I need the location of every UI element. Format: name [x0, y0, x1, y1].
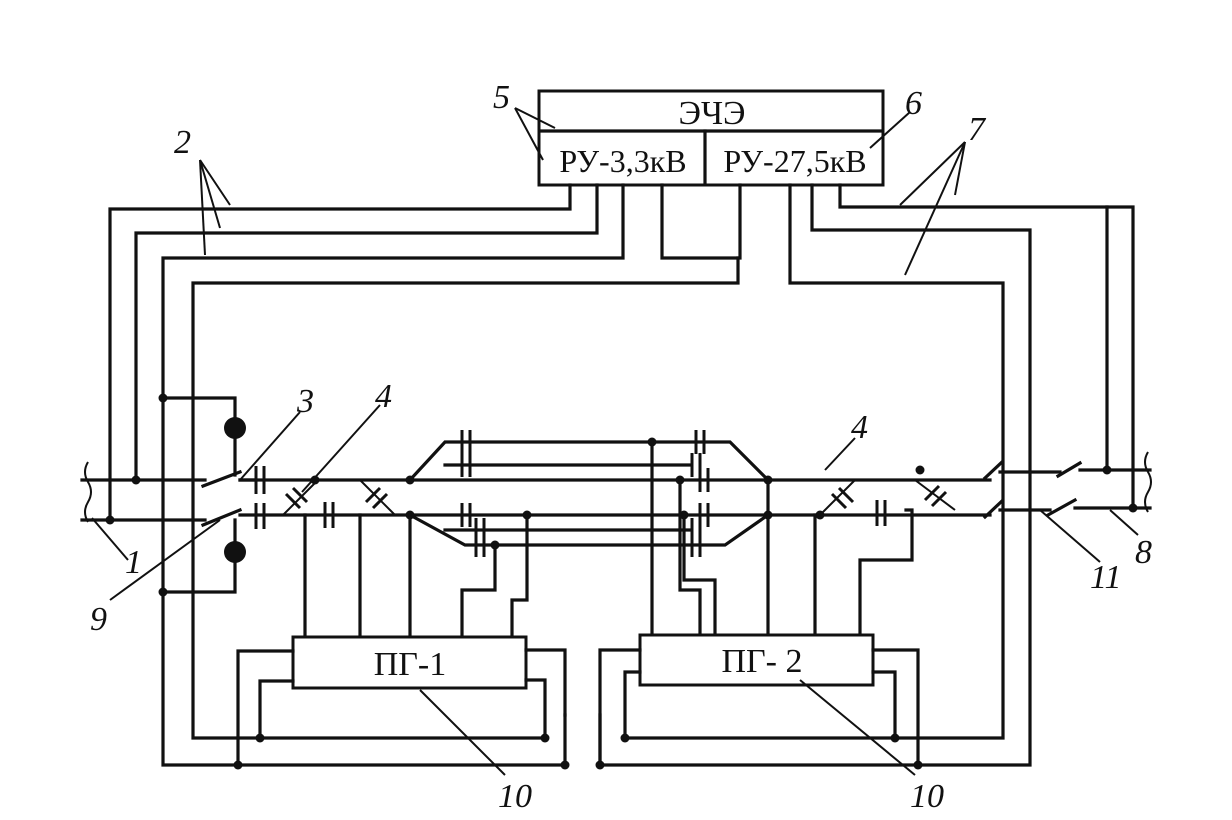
- callout-7: 7: [968, 111, 987, 148]
- callout-4-left: 4: [375, 378, 392, 415]
- bus-lines: [80, 451, 1152, 523]
- callout-9: 9: [90, 601, 107, 638]
- joint-diag-2: [359, 479, 396, 516]
- joint-branch-top-left: [460, 430, 472, 454]
- callout-10-left: 10: [498, 778, 532, 815]
- pg1-drops: [303, 513, 529, 639]
- callout-8: 8: [1135, 534, 1152, 571]
- pg2-block: ПГ- 2: [598, 633, 920, 767]
- feeder-left-4: [191, 256, 740, 740]
- bypass-disconnectors: [161, 396, 246, 594]
- feeder-loop-center: [660, 183, 742, 260]
- pg2-label: ПГ- 2: [721, 643, 802, 680]
- switch-lower-right-2: [1045, 497, 1078, 518]
- callout-2: 2: [174, 124, 191, 161]
- feeder-left-3: [161, 183, 625, 767]
- joint-diag-4: [914, 479, 956, 511]
- bypass-lower: [161, 518, 237, 594]
- feeder-left-1: [108, 183, 572, 522]
- joint-branch-bottom-left: [474, 533, 486, 557]
- pg2-drops: [650, 440, 914, 637]
- bypass-upper: [161, 396, 237, 477]
- feeder-right-1: [623, 183, 1005, 740]
- feeder-left-2: [134, 183, 599, 482]
- joint-diag-1: [282, 479, 319, 516]
- pg1-box: [291, 635, 528, 690]
- joint-branch-bottom-right: [690, 533, 702, 557]
- joint-1: [238, 466, 266, 494]
- ece-block: ЭЧЭ РУ-3,3кВ РУ-27,5кВ: [537, 89, 885, 187]
- callout-1: 1: [125, 544, 142, 581]
- ece-outer-box: [537, 89, 885, 187]
- switch-upper-right-2: [1055, 460, 1083, 479]
- break-mark-right: [1144, 451, 1152, 513]
- switch-lower-left: [200, 507, 243, 528]
- pg1-block: ПГ-1: [236, 635, 567, 767]
- callout-6: 6: [905, 85, 922, 122]
- callout-10-right: 10: [910, 778, 944, 815]
- joint-bus-upper-right: [698, 468, 710, 492]
- switch-upper-right-1: [982, 459, 1005, 481]
- joint-2: [254, 503, 266, 529]
- joint-diag-3: [819, 479, 856, 516]
- bypass-branches: [407, 440, 771, 547]
- pg2-box: [638, 633, 875, 687]
- ru-27kv-label: РУ-27,5кВ: [723, 143, 866, 179]
- callout-numbers: 2 5 6 7 3 4 4 1 9 11 8 10 10: [90, 79, 1152, 815]
- pg1-label: ПГ-1: [374, 646, 447, 683]
- branch-bottom: [407, 512, 771, 547]
- switch-lower-right-1: [982, 498, 1005, 520]
- insulating-joints: [238, 430, 956, 557]
- branch-top: [407, 440, 771, 483]
- ball-upper: [224, 417, 246, 439]
- joint-3: [323, 502, 335, 528]
- callout-11: 11: [1090, 559, 1121, 596]
- joint-branch-top-right: [694, 430, 706, 454]
- joint-right-lower: [875, 500, 887, 526]
- joint-branch-l1-left: [460, 503, 472, 527]
- callout-4-right: 4: [851, 409, 868, 446]
- leader-lines: [91, 107, 1139, 776]
- ece-label: ЭЧЭ: [679, 95, 746, 132]
- callout-5: 5: [493, 79, 510, 116]
- break-mark-left: [84, 461, 92, 523]
- callout-3: 3: [296, 383, 314, 420]
- ball-lower: [224, 541, 246, 563]
- joint-branch-u2-left: [460, 453, 472, 477]
- ru-3kv-label: РУ-3,3кВ: [559, 143, 686, 179]
- feeder-right-3: [838, 183, 1135, 510]
